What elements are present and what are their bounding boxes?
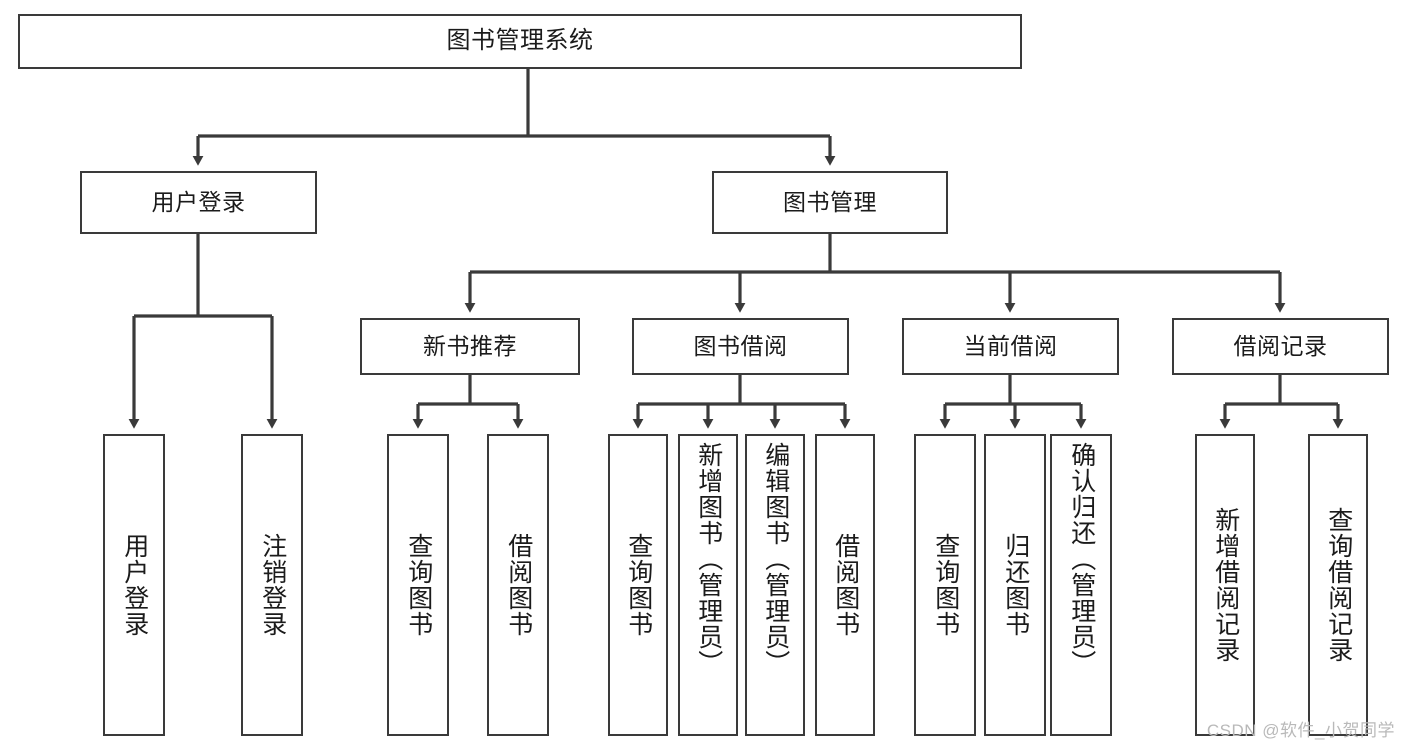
node-label: 借阅图书: [504, 533, 533, 637]
node-leaf-edit-book[interactable]: 编辑图书（管理员）: [745, 434, 805, 736]
node-label: 借阅记录: [1233, 332, 1328, 359]
node-label: 用户登录: [151, 188, 246, 215]
node-label: 查询图书: [404, 533, 433, 637]
node-label: 注销登录: [258, 533, 287, 637]
node-borrow-record[interactable]: 借阅记录: [1172, 318, 1389, 375]
node-leaf-borrow-book-1[interactable]: 借阅图书: [487, 434, 549, 736]
node-leaf-query-book-3[interactable]: 查询图书: [914, 434, 976, 736]
node-root-system[interactable]: 图书管理系统: [18, 14, 1022, 69]
node-label: 确认归还（管理员）: [1067, 442, 1096, 676]
node-label: 用户登录: [120, 533, 149, 637]
csdn-watermark: CSDN @软件_小贺同学: [1206, 721, 1395, 740]
node-label: 新增图书（管理员）: [694, 442, 723, 676]
node-leaf-query-book-1[interactable]: 查询图书: [387, 434, 449, 736]
node-leaf-logout[interactable]: 注销登录: [241, 434, 303, 736]
node-leaf-add-book[interactable]: 新增图书（管理员）: [678, 434, 738, 736]
node-book-borrow[interactable]: 图书借阅: [632, 318, 849, 375]
node-leaf-query-book-2[interactable]: 查询图书: [608, 434, 668, 736]
node-label: 归还图书: [1001, 533, 1030, 637]
node-label: 编辑图书（管理员）: [761, 442, 790, 676]
node-leaf-return-book[interactable]: 归还图书: [984, 434, 1046, 736]
node-leaf-confirm-return[interactable]: 确认归还（管理员）: [1050, 434, 1112, 736]
node-leaf-query-record[interactable]: 查询借阅记录: [1308, 434, 1368, 736]
node-label: 借阅图书: [831, 533, 860, 637]
node-leaf-borrow-book-2[interactable]: 借阅图书: [815, 434, 875, 736]
node-leaf-user-login[interactable]: 用户登录: [103, 434, 165, 736]
node-label: 图书管理: [783, 188, 877, 215]
node-user-login[interactable]: 用户登录: [80, 171, 317, 234]
node-book-manage[interactable]: 图书管理: [712, 171, 948, 234]
node-label: 查询借阅记录: [1324, 507, 1353, 663]
node-leaf-add-record[interactable]: 新增借阅记录: [1195, 434, 1255, 736]
node-label: 查询图书: [931, 533, 960, 637]
node-label: 查询图书: [624, 533, 653, 637]
node-label: 图书管理系统: [446, 27, 594, 55]
node-label: 当前借阅: [963, 332, 1058, 359]
node-label: 新增借阅记录: [1211, 507, 1240, 663]
node-label: 新书推荐: [423, 332, 517, 359]
node-current-borrow[interactable]: 当前借阅: [902, 318, 1119, 375]
node-new-book-rec[interactable]: 新书推荐: [360, 318, 580, 375]
node-label: 图书借阅: [693, 332, 788, 359]
